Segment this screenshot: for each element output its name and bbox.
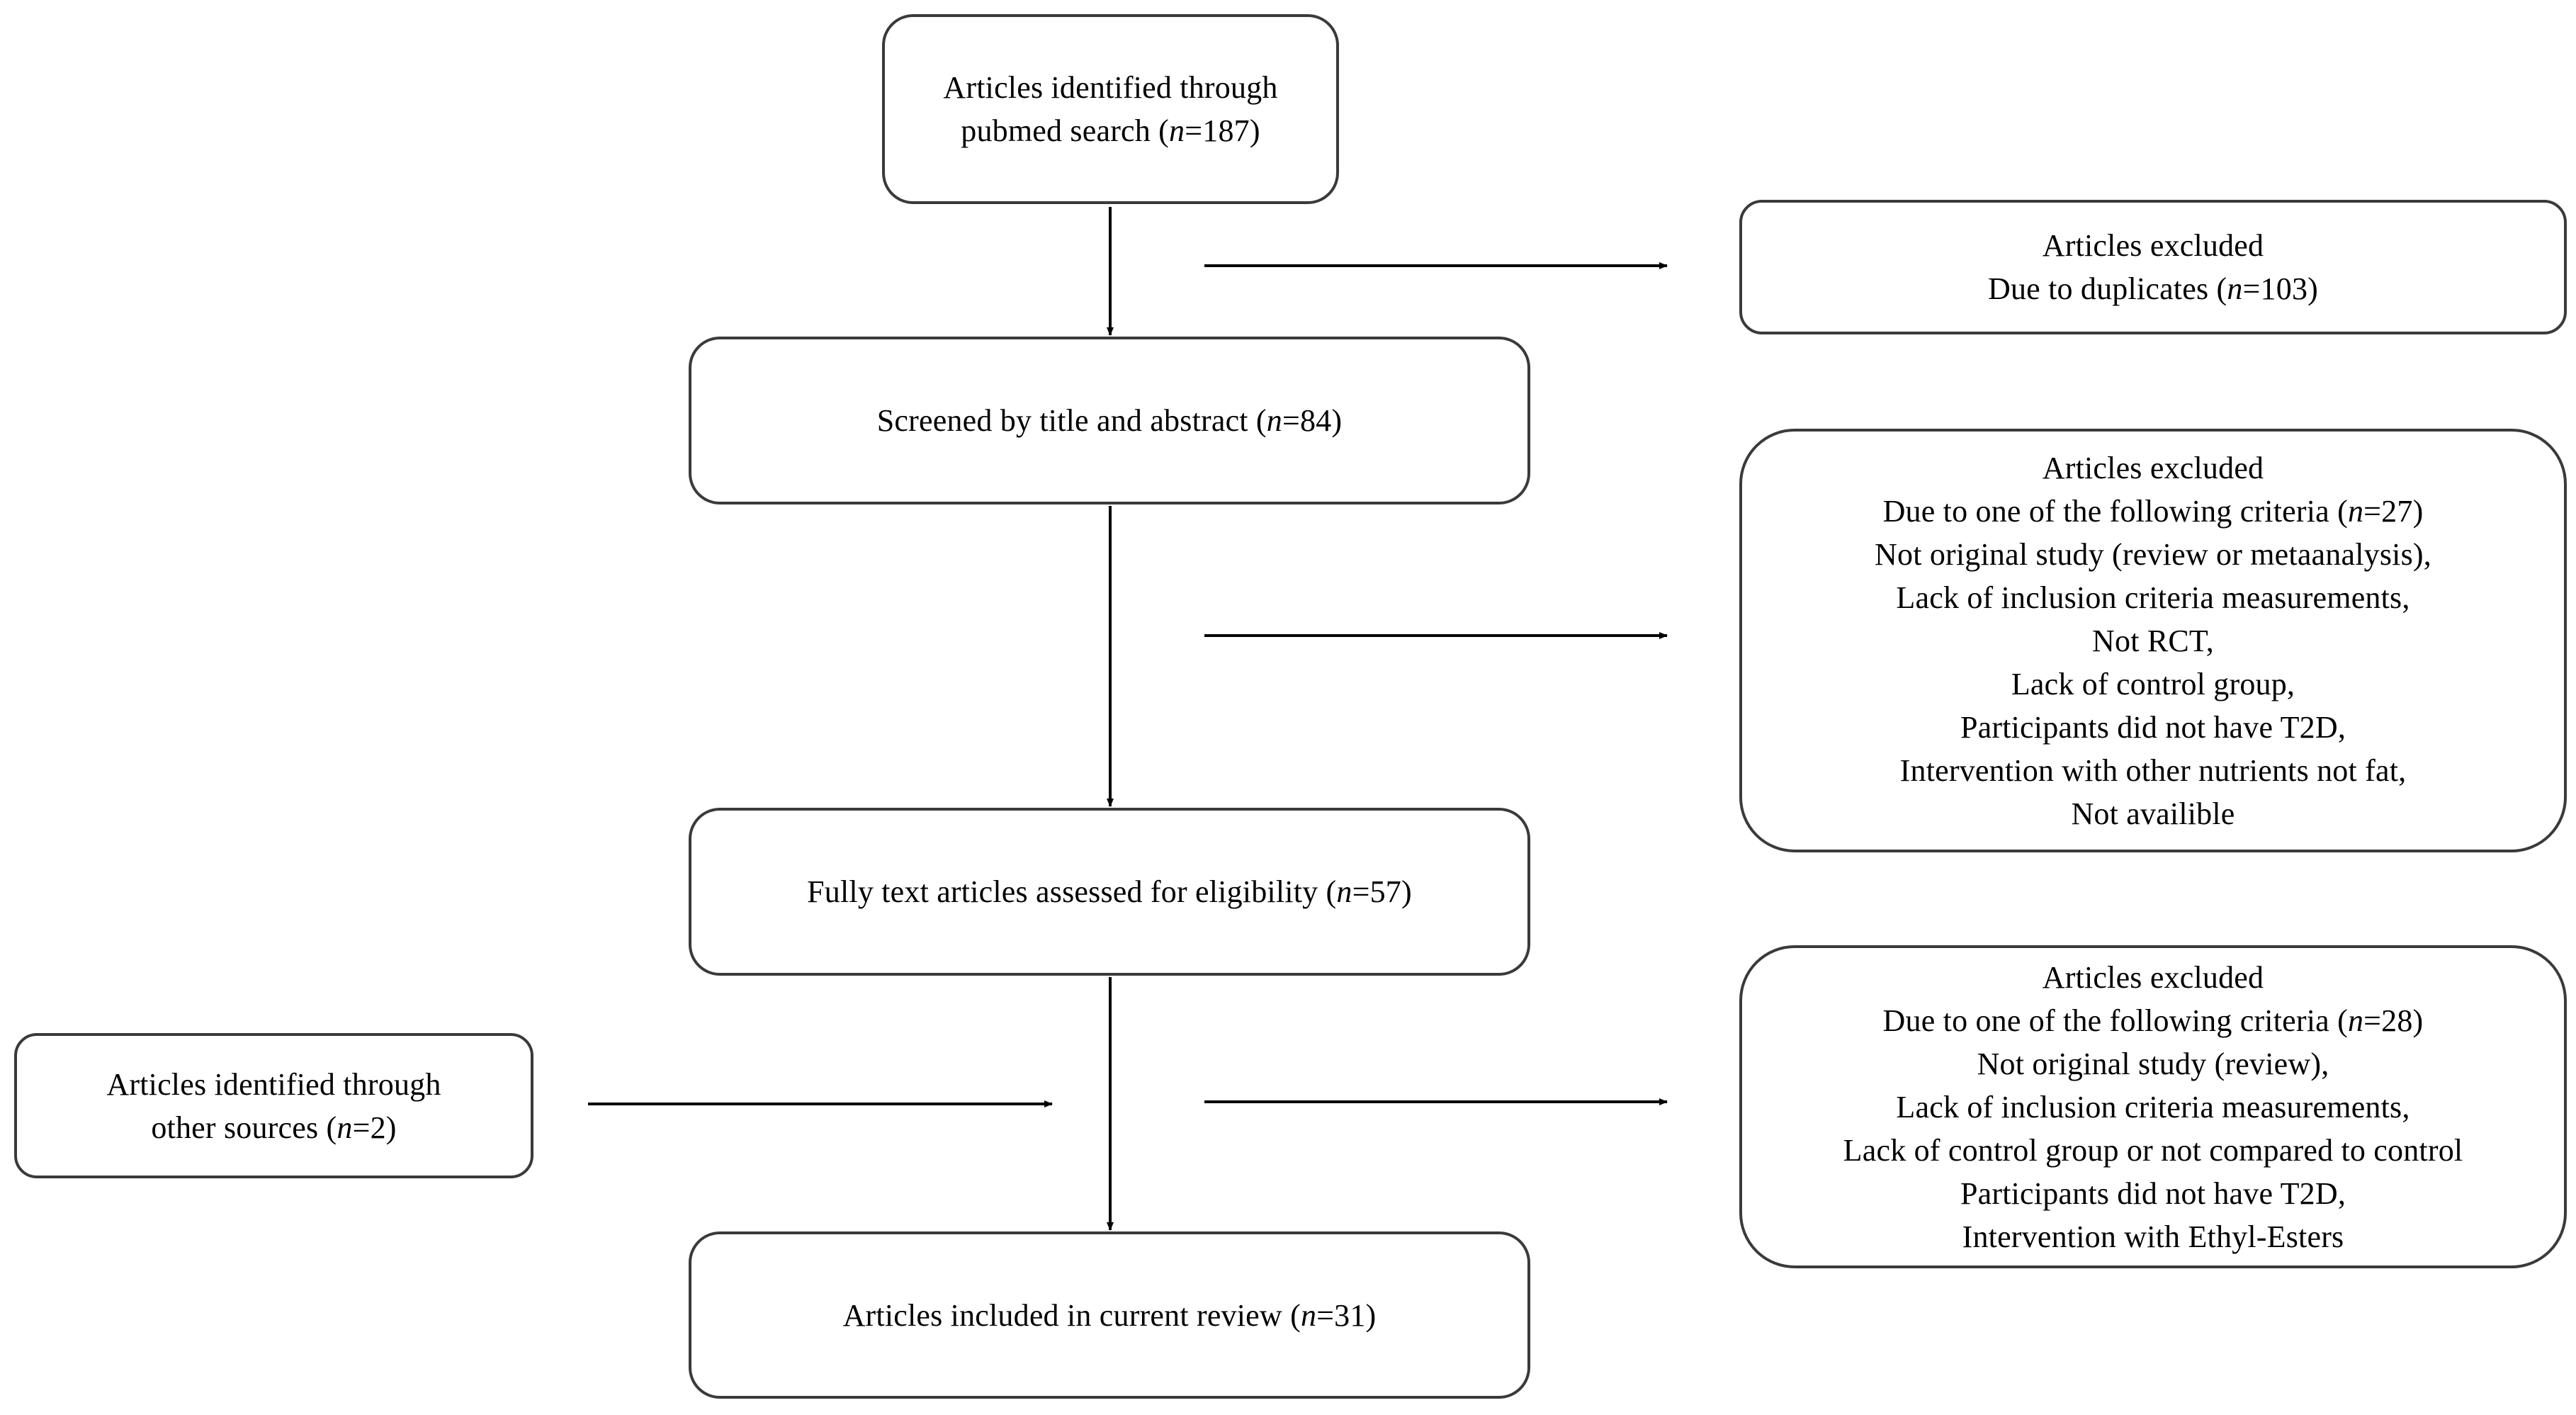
- node-line: Articles excluded: [2043, 956, 2264, 999]
- node-text: Articles identified through other sources…: [106, 1063, 441, 1149]
- line-italic-symbol: n: [1300, 1297, 1317, 1333]
- line-italic-symbol: n: [337, 1110, 353, 1145]
- node-line: Intervention with other nutrients not fa…: [1900, 749, 2407, 792]
- line-text: Articles excluded: [2042, 228, 2264, 263]
- line-text: Lack of inclusion criteria measurements,: [1896, 1089, 2410, 1124]
- node-line: Articles excluded: [2043, 224, 2264, 267]
- node-line: Not original study (review or metaanalys…: [1875, 533, 2431, 576]
- line-text: Due to one of the following criteria (: [1882, 1003, 2348, 1038]
- node-line: Articles excluded: [2043, 446, 2264, 490]
- line-text: Articles excluded: [2042, 450, 2264, 485]
- line-text: Articles excluded: [2042, 959, 2264, 995]
- node-text: Screened by title and abstract (n=84): [877, 399, 1343, 442]
- line-text: other sources (: [151, 1110, 337, 1145]
- node-line: Not availible: [2071, 792, 2235, 835]
- node-line: Intervention with Ethyl-Esters: [1962, 1215, 2344, 1258]
- node-line: Due to one of the following criteria (n=…: [1883, 999, 2424, 1042]
- line-text: Intervention with other nutrients not fa…: [1899, 752, 2407, 788]
- node-text: Fully text articles assessed for eligibi…: [807, 870, 1412, 913]
- line-text: Not availible: [2071, 796, 2235, 831]
- line-text: Not original study (review),: [1977, 1046, 2329, 1081]
- line-text: Screened by title and abstract (: [876, 403, 1267, 438]
- node-line: Not original study (review),: [1977, 1042, 2329, 1086]
- line-italic-symbol: n: [1266, 403, 1282, 438]
- line-text: Articles included in current review (: [842, 1297, 1301, 1333]
- line-text: Lack of control group,: [2011, 666, 2295, 701]
- line-count: =31): [1316, 1297, 1377, 1333]
- node-line: pubmed search (n=187): [961, 109, 1260, 152]
- line-count: =27): [2363, 493, 2424, 529]
- node-line: Articles identified through: [943, 66, 1277, 109]
- line-text: Fully text articles assessed for eligibi…: [807, 874, 1337, 909]
- line-text: Articles identified through: [943, 70, 1278, 105]
- line-count: =84): [1282, 403, 1343, 438]
- node-line: Lack of control group or not compared to…: [1843, 1129, 2463, 1172]
- line-text: Lack of control group or not compared to…: [1843, 1132, 2463, 1168]
- node-text: Articles identified through pubmed search…: [943, 66, 1277, 152]
- node-line: Participants did not have T2D,: [1960, 706, 2346, 749]
- line-italic-symbol: n: [2347, 1003, 2364, 1038]
- node-included-review: Articles included in current review (n=3…: [689, 1231, 1530, 1399]
- node-line: Due to duplicates (n=103): [1988, 267, 2318, 310]
- line-text: Articles identified through: [106, 1066, 441, 1102]
- node-line: Participants did not have T2D,: [1960, 1172, 2346, 1215]
- line-italic-symbol: n: [2227, 271, 2243, 306]
- node-text: Articles included in current review (n=3…: [843, 1294, 1377, 1337]
- line-italic-symbol: n: [2347, 493, 2364, 529]
- node-pubmed-search: Articles identified through pubmed search…: [882, 14, 1339, 204]
- line-italic-symbol: n: [1336, 874, 1352, 909]
- line-text: Lack of inclusion criteria measurements,: [1896, 580, 2410, 615]
- node-line: other sources (n=2): [151, 1106, 396, 1149]
- line-count: =103): [2242, 271, 2319, 306]
- line-text: Participants did not have T2D,: [1960, 709, 2346, 745]
- line-italic-symbol: n: [1169, 113, 1185, 148]
- line-text: Participants did not have T2D,: [1960, 1176, 2346, 1211]
- node-line: Screened by title and abstract (n=84): [877, 399, 1343, 442]
- node-line: Not RCT,: [2092, 619, 2214, 663]
- node-full-text-assessed: Fully text articles assessed for eligibi…: [689, 808, 1530, 976]
- node-line: Articles included in current review (n=3…: [843, 1294, 1377, 1337]
- line-text: Due to duplicates (: [1987, 271, 2227, 306]
- line-count: =2): [352, 1110, 397, 1145]
- node-line: Fully text articles assessed for eligibi…: [807, 870, 1412, 913]
- line-text: Not original study (review or metaanalys…: [1875, 536, 2431, 572]
- line-count: =57): [1352, 874, 1412, 909]
- node-line: Lack of control group,: [2011, 663, 2295, 706]
- node-screened-title-abstract: Screened by title and abstract (n=84): [689, 337, 1530, 504]
- node-line: Due to one of the following criteria (n=…: [1883, 490, 2424, 533]
- node-line: Lack of inclusion criteria measurements,: [1896, 576, 2410, 619]
- line-text: Intervention with Ethyl-Esters: [1962, 1219, 2344, 1254]
- line-count: =187): [1185, 113, 1260, 148]
- line-count: =28): [2363, 1003, 2424, 1038]
- line-text: Due to one of the following criteria (: [1882, 493, 2348, 529]
- line-text: pubmed search (: [961, 113, 1170, 148]
- node-line: Articles identified through: [106, 1063, 441, 1106]
- line-text: Not RCT,: [2092, 623, 2214, 658]
- node-line: Lack of inclusion criteria measurements,: [1896, 1086, 2410, 1129]
- node-other-sources: Articles identified through other sources…: [14, 1033, 533, 1178]
